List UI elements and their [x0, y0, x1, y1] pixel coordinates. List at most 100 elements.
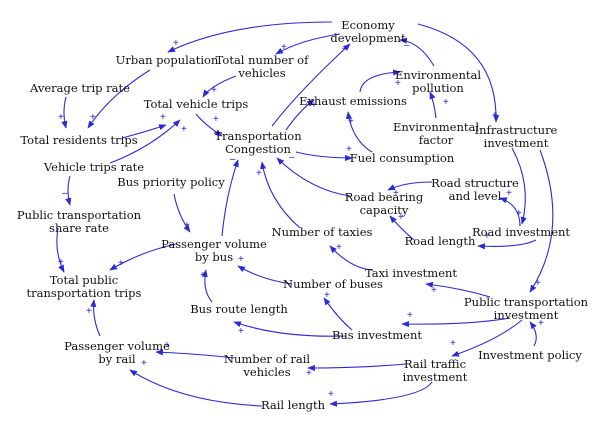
link-arrow-bus-investment-to-number-of-buses: [323, 297, 353, 331]
link-polarity-sign: +: [535, 278, 541, 289]
link-polarity-sign: +: [348, 116, 354, 127]
link-polarity-sign: +: [346, 144, 352, 155]
link-polarity-sign: +: [395, 78, 401, 89]
link-polarity-sign: +: [324, 290, 330, 301]
link-polarity-sign: +: [311, 100, 317, 111]
node-label-line: investment: [494, 308, 559, 322]
link-arrow-economy-development-to-urban-population: [167, 21, 333, 53]
node-label-line: Total number of: [216, 53, 309, 67]
link-arrow-total-residents-trips-to-total-vehicle-trips: [121, 124, 167, 139]
link-arrow-vehicle-trips-rate-to-public-transportation-share-rate: [65, 175, 72, 206]
node-label-line: Number of taxies: [272, 225, 373, 239]
link-polarity-sign: +: [118, 258, 124, 269]
node-label-line: and level: [449, 189, 502, 203]
link-polarity-sign: –: [342, 43, 348, 54]
node-label-line: Passenger volume: [161, 237, 267, 251]
link-polarity-sign: +: [184, 220, 190, 231]
link-polarity-sign: +: [306, 368, 312, 379]
link-polarity-sign: +: [538, 318, 544, 329]
node-label-line: factor: [419, 133, 454, 147]
link-polarity-sign: +: [450, 338, 456, 349]
link-arrow-road-length-to-road-bearing-capacity: [389, 215, 415, 241]
node-bus-route-length: Bus route length: [190, 302, 288, 316]
node-label-line: pollution: [412, 81, 464, 95]
link-polarity-sign: +: [90, 112, 96, 123]
node-label-line: Economy: [341, 18, 395, 32]
node-label-line: Road length: [405, 234, 476, 248]
link-polarity-sign: +: [492, 110, 498, 121]
node-label-line: vehicles: [242, 365, 290, 379]
node-label-line: Road investment: [472, 225, 570, 239]
link-arrow-average-trip-rate-to-total-residents-trips: [61, 96, 68, 129]
link-arrow-transportation-congestion-to-fuel-consumption: [295, 151, 353, 162]
node-label-line: Total public: [50, 273, 118, 287]
link-arrow-public-transportation-share-rate-to-total-public-transportation-trips: [56, 227, 65, 273]
link-arrow-total-number-of-vehicles-to-total-vehicle-trips: [202, 75, 237, 98]
link-arrow-bus-route-length-to-passenger-volume-by-bus: [201, 269, 213, 303]
node-label-line: investment: [484, 136, 549, 150]
link-polarity-sign: +: [238, 254, 244, 265]
link-polarity-sign: +: [58, 112, 64, 123]
link-arrow-rail-traffic-investment-to-number-of-rail-vehicles: [307, 363, 407, 372]
link-polarity-sign: +: [173, 38, 179, 49]
signs-layer: +++––++++++–++++++++++++–+++++++++++–+++…: [58, 38, 544, 400]
link-arrow-urban-population-to-total-residents-trips: [87, 69, 151, 129]
node-road-investment: Road investment: [472, 225, 570, 239]
node-road-length: Road length: [405, 234, 476, 248]
link-arrow-number-of-rail-vehicles-to-passenger-volume-by-rail: [155, 349, 235, 359]
node-label-line: Bus priority policy: [117, 175, 225, 189]
link-polarity-sign: +: [328, 389, 334, 400]
node-label-line: transportation trips: [27, 286, 142, 300]
link-arrow-transportation-congestion-to-economy-development: [271, 43, 351, 127]
link-polarity-sign: +: [58, 257, 64, 268]
node-label-line: Bus route length: [190, 302, 288, 316]
link-arrow-exhaust-emissions-to-environmental-pollution: [359, 69, 401, 93]
node-label-line: Exhaust emissions: [299, 94, 407, 108]
link-polarity-sign: +: [431, 285, 437, 296]
node-exhaust-emissions: Exhaust emissions: [299, 94, 407, 108]
node-total-residents-trips: Total residents trips: [20, 133, 137, 147]
link-polarity-sign: –: [289, 152, 295, 163]
node-investment-policy: Investment policy: [478, 348, 582, 362]
link-arrow-passenger-volume-by-rail-to-total-public-transportation-trips: [90, 299, 101, 337]
link-polarity-sign: +: [181, 124, 187, 135]
node-label-line: Rail traffic: [404, 357, 466, 371]
link-arrow-number-of-taxies-to-transportation-congestion: [260, 161, 301, 229]
node-bus-priority-policy: Bus priority policy: [117, 175, 225, 189]
node-label-line: capacity: [360, 203, 409, 217]
link-arrow-road-investment-to-road-structure-and-level: [499, 197, 521, 227]
link-polarity-sign: –: [230, 154, 236, 165]
node-label-line: Rail length: [261, 398, 326, 412]
node-rail-length: Rail length: [261, 398, 326, 412]
node-label-line: Urban population: [116, 53, 219, 67]
link-polarity-sign: +: [160, 112, 166, 123]
node-label-line: by rail: [98, 352, 136, 366]
link-arrow-total-vehicle-trips-to-transportation-congestion: [195, 113, 223, 137]
link-arrow-road-structure-and-level-to-road-bearing-capacity: [387, 181, 433, 191]
node-label-line: Total residents trips: [20, 133, 137, 147]
node-label-line: Public transportation: [464, 295, 589, 309]
link-arrow-economy-development-to-infrastructure-investment: [417, 23, 500, 123]
link-polarity-sign: +: [484, 231, 490, 242]
link-arrow-bus-priority-policy-to-passenger-volume-by-bus: [173, 193, 191, 233]
link-polarity-sign: +: [407, 310, 413, 321]
node-label-line: Number of rail: [224, 352, 311, 366]
node-label-line: investment: [403, 370, 468, 384]
link-arrow-environmental-pollution-to-economy-development: [399, 37, 435, 67]
node-label-line: development: [330, 31, 406, 45]
node-label-line: Passenger volume: [64, 339, 170, 353]
link-arrow-public-transportation-investment-to-rail-traffic-investment: [451, 319, 523, 357]
